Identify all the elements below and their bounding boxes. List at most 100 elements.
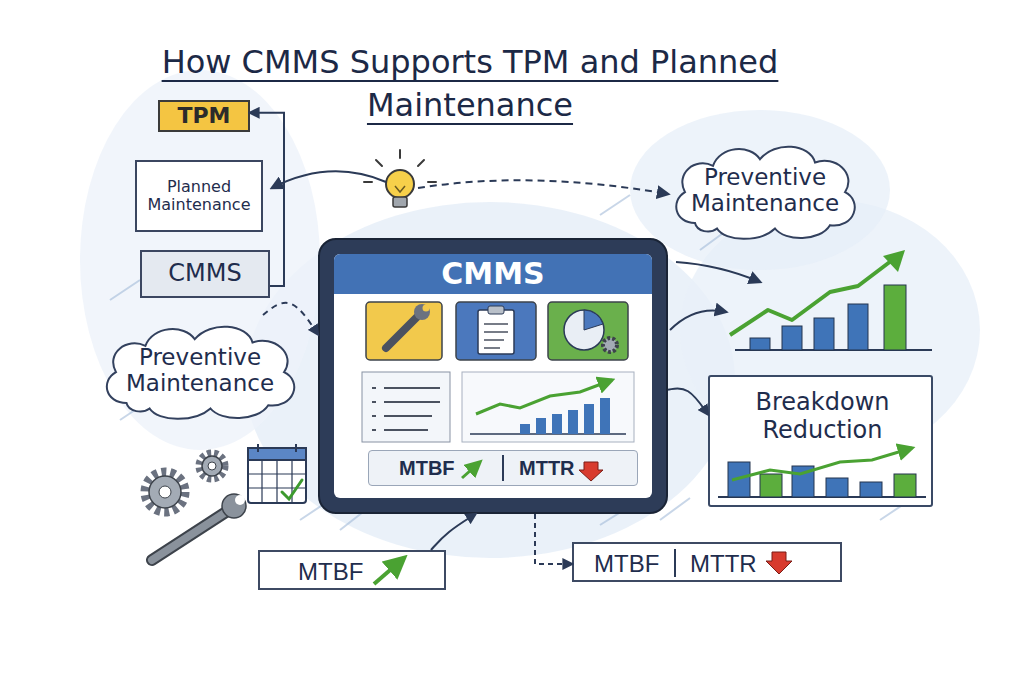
trend-icons xyxy=(766,552,792,574)
light-bulb xyxy=(393,197,407,207)
list-panel xyxy=(362,372,450,442)
idea-cloud: Preventive Maintenance xyxy=(95,315,305,425)
diagram-title: How CMMS Supports TPM and Planned Mainte… xyxy=(150,41,790,127)
wrench xyxy=(222,494,246,518)
breakdown-chart xyxy=(732,448,912,480)
screen-chart xyxy=(520,424,530,434)
growth-chart xyxy=(750,338,770,350)
breakdown-chart xyxy=(718,448,926,497)
trend-icons xyxy=(462,462,480,478)
blue-shading xyxy=(630,110,890,270)
metric-box: MTBF xyxy=(258,550,446,590)
node-label: Breakdown Reduction xyxy=(710,389,935,444)
flow-connector xyxy=(250,113,284,286)
screen-chart xyxy=(476,380,612,414)
node-label: CMMS xyxy=(334,254,652,294)
screen-chart xyxy=(462,372,634,442)
gauge-tile xyxy=(564,310,604,350)
gauge-tile xyxy=(584,310,603,330)
breakdown-chart xyxy=(894,474,916,497)
growth-chart xyxy=(884,285,906,350)
breakdown-chart xyxy=(760,474,782,497)
wrench-tile xyxy=(366,302,442,360)
wrench-tile xyxy=(423,305,430,312)
growth-chart xyxy=(848,304,868,350)
idea-arrows xyxy=(272,171,386,188)
light-bulb xyxy=(395,186,405,192)
node-label: Preventive Maintenance xyxy=(665,135,865,245)
blue-shading xyxy=(80,70,320,450)
gears xyxy=(145,453,225,512)
trend-icons xyxy=(579,462,603,481)
list-panel xyxy=(362,372,450,442)
node-label: CMMS xyxy=(142,252,268,296)
trend-icons xyxy=(674,549,676,577)
calendar xyxy=(258,444,296,452)
list-panel xyxy=(372,388,440,430)
clipboard-tile xyxy=(456,302,536,360)
node-label: MTBF xyxy=(399,457,455,480)
wrench-tile xyxy=(414,304,430,320)
blue-shading xyxy=(80,70,980,558)
blue-shading xyxy=(245,202,735,558)
screen-chart xyxy=(600,398,610,434)
calendar xyxy=(248,444,306,503)
screen-chart xyxy=(536,418,546,434)
growth-chart xyxy=(883,250,905,272)
growth-chart xyxy=(814,318,834,350)
wrench xyxy=(152,512,226,560)
gauge-tile xyxy=(548,302,628,360)
node-label: TPM xyxy=(160,102,248,130)
gears xyxy=(199,453,225,479)
node-label: Preventive Maintenance xyxy=(95,315,305,425)
gears xyxy=(159,486,171,498)
flow-connector xyxy=(431,514,476,550)
node-label: MTBF xyxy=(298,558,363,586)
gears xyxy=(202,456,222,476)
trend-icons xyxy=(374,558,404,584)
calendar xyxy=(282,480,302,499)
wrench xyxy=(152,494,246,560)
breakdown-chart xyxy=(826,478,848,497)
growth-chart xyxy=(730,250,932,350)
idea-arrows xyxy=(272,171,668,194)
calendar xyxy=(248,448,306,460)
wrench-tile xyxy=(366,302,442,360)
idea-cloud: Preventive Maintenance xyxy=(665,135,865,245)
calendar xyxy=(248,448,306,503)
screen-chart xyxy=(462,372,634,442)
screen-chart xyxy=(552,414,562,434)
calendar xyxy=(248,460,306,503)
gears xyxy=(149,476,181,508)
node-label: MTTR xyxy=(519,457,575,480)
gauge-tile xyxy=(603,338,617,352)
pillar-box: CMMS xyxy=(140,250,270,298)
wrench-tile xyxy=(386,316,418,348)
clipboard-tile xyxy=(456,302,536,360)
metric-box: MTBFMTTR xyxy=(572,542,842,582)
flow-connector xyxy=(263,303,318,335)
node-label: MTTR xyxy=(690,550,757,578)
pillar-box: Planned Maintenance xyxy=(135,160,263,232)
idea-arrows xyxy=(418,180,668,194)
screen-chart xyxy=(568,410,578,434)
gears xyxy=(145,472,185,512)
flow-arrows xyxy=(670,262,760,330)
growth-chart xyxy=(730,258,895,335)
growth-chart xyxy=(782,326,802,350)
clipboard-tile xyxy=(484,324,508,348)
gauge-tile xyxy=(548,302,628,360)
pillar-box: TPM xyxy=(158,100,250,132)
trend-icons xyxy=(502,455,504,481)
gears xyxy=(208,462,216,470)
node-label: Planned Maintenance xyxy=(137,162,261,230)
wrench xyxy=(152,512,226,560)
clipboard-tile xyxy=(488,306,504,314)
wrench xyxy=(235,495,245,505)
flow-connector xyxy=(535,514,572,564)
clipboard-tile xyxy=(478,310,514,354)
flow-connector xyxy=(668,388,708,414)
flow-arrows xyxy=(676,262,760,282)
